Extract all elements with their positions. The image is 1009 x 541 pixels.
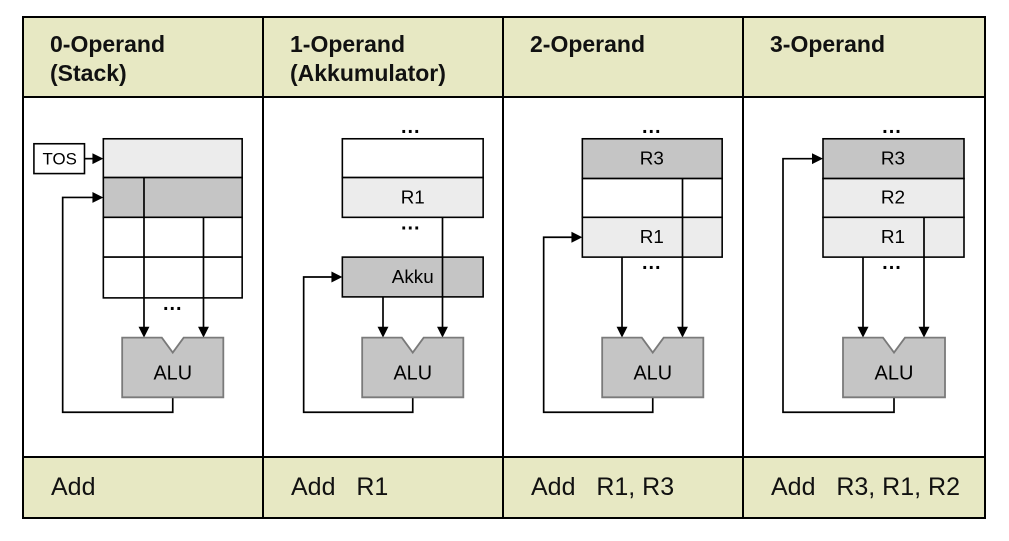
down-arrowhead-icon [857,326,869,338]
alu-box [842,336,946,399]
two-operand-diagram: ... R3 R1 ... ALU [542,116,723,414]
alu-box [601,336,705,399]
header-title: 1-Operand [290,31,406,57]
body-cell-three-operand: ... R3 R2 R1 ... ALU [744,98,984,458]
ellipsis: ... [163,293,183,315]
ellipsis-bottom: ... [401,212,421,234]
ellipsis-top: ... [642,116,662,138]
alu-label: ALU [153,362,192,384]
instruction-example-accumulator: Add R1 [264,458,504,517]
down-arrowhead-icon [918,326,930,338]
down-arrowhead-icon [616,326,628,338]
instruction-example-three-operand: Add R3, R1, R2 [744,458,984,517]
down-arrowhead-icon [437,326,448,338]
register-r1-label: R1 [881,227,905,248]
header-cell-two-operand: 2-Operand [504,18,744,98]
feedback-arrowhead-icon [92,191,104,203]
stack-cell-empty-1 [102,216,243,258]
body-cell-accumulator: ... R1 ... Akku ALU [264,98,504,458]
accumulator-diagram: ... R1 ... Akku ALU [302,116,484,414]
ellipsis-top: ... [401,116,421,138]
register-empty [341,137,484,179]
register-r2 [822,177,965,219]
register-r1 [581,216,723,258]
result-feedback-wire [302,276,414,414]
down-arrowhead-icon [677,326,688,338]
register-r1 [822,216,965,258]
body-cell-two-operand: ... R3 R1 ... ALU [504,98,744,458]
alu-label: ALU [393,362,432,384]
stack-cell-tos [102,137,243,179]
register-r2-label: R2 [881,187,905,208]
header-cell-stack: 0-Operand (Stack) [24,18,264,98]
stack-cell-empty-2 [102,256,243,299]
tos-box [33,142,86,175]
feedback-arrowhead-icon [571,231,583,243]
instruction-example-two-operand: Add R1, R3 [504,458,744,517]
header-title: 3-Operand [770,31,886,57]
header-cell-three-operand: 3-Operand [744,18,984,98]
down-arrowhead-icon [138,326,150,338]
alu-box [361,336,465,399]
feedback-arrowhead-icon [812,153,823,165]
ellipsis-bottom: ... [882,252,902,274]
tos-arrowhead-icon [92,153,104,165]
result-feedback-wire [61,196,174,414]
header-title: 2-Operand [530,31,646,57]
ellipsis-bottom: ... [642,252,662,274]
result-feedback-wire [782,157,895,414]
stack-diagram: TOS ... ALU [33,137,243,414]
alu-box [121,336,225,399]
result-feedback-wire [542,236,654,414]
header-title: 0-Operand [50,31,166,57]
register-r1-label: R1 [401,186,425,207]
alu-label: ALU [875,362,914,384]
header-subtitle: (Stack) [50,60,127,86]
operand-architecture-table: 0-Operand (Stack) 1-Operand (Akkumulator… [22,16,986,519]
body-cell-stack: TOS ... ALU [24,98,264,458]
instruction-example-stack: Add [24,458,264,517]
ellipsis-top: ... [882,116,902,138]
down-arrowhead-icon [377,326,389,338]
register-r3-label: R3 [640,148,664,169]
register-r1 [341,176,484,219]
register-empty [581,177,723,219]
down-arrowhead-icon [198,326,209,338]
header-subtitle: (Akkumulator) [290,60,446,86]
three-operand-diagram: ... R3 R2 R1 ... ALU [782,116,965,414]
register-r1-label: R1 [640,226,664,247]
register-r3-label: R3 [881,149,905,170]
stack-cell-second [102,176,243,219]
alu-label: ALU [633,362,672,384]
header-cell-accumulator: 1-Operand (Akkumulator) [264,18,504,98]
tos-label: TOS [43,150,77,169]
feedback-arrowhead-icon [331,271,343,283]
akku-label: Akku [392,266,434,287]
akku-box [341,256,484,298]
